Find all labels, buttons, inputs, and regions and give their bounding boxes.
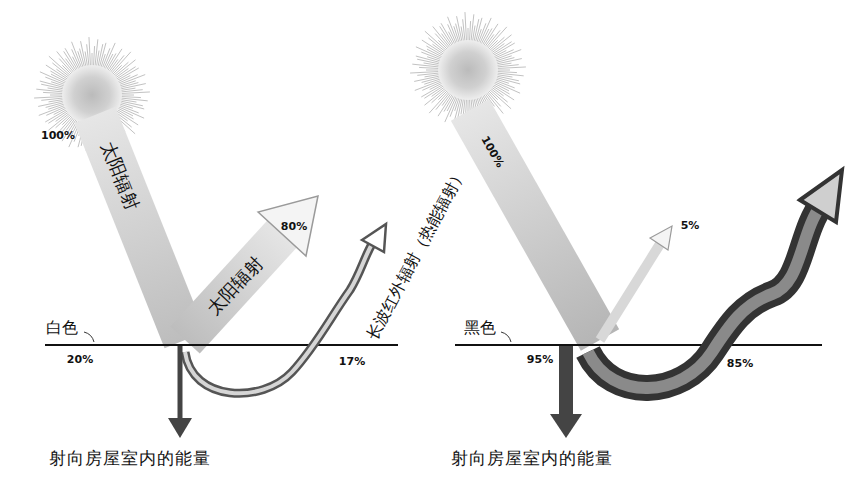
radiation-label: 太阳辐射 [203, 253, 267, 319]
surface-color-label: 白色 [46, 319, 78, 337]
caption-label: 射向房屋室内的能量 [49, 449, 211, 468]
infrared-arrow [185, 244, 372, 393]
infrared-label: 长波红外辐射（热能辐射） [363, 165, 469, 343]
surface-line [455, 344, 822, 346]
reflected-radiation-band [600, 244, 660, 340]
infrared-arrowhead [800, 170, 842, 222]
incoming-radiation-band [95, 115, 185, 340]
infrared-arrow [588, 204, 822, 388]
incoming-radiation-band [470, 110, 600, 340]
percent-label: 95% [527, 354, 553, 366]
percent-label: 100% [478, 134, 505, 169]
percent-label: 85% [727, 358, 753, 370]
indoor-energy-arrow [559, 346, 573, 418]
surface-color-label: 黑色 [464, 319, 496, 337]
infrared-arrow [588, 204, 822, 388]
percent-label: 80% [281, 221, 307, 233]
leader-line [84, 332, 94, 342]
indoor-energy-arrow [178, 346, 183, 420]
reflected-arrowhead [650, 226, 672, 250]
leader-line [501, 332, 511, 342]
infrared-arrow [185, 244, 372, 393]
sun-disc [438, 40, 498, 100]
radiation-label: 太阳辐射 [97, 139, 142, 213]
percent-label: 17% [339, 356, 365, 368]
surface-line [45, 344, 398, 346]
indoor-energy-arrowhead [550, 414, 582, 438]
reflected-arrowhead [258, 196, 318, 256]
infrared-arrowhead [362, 224, 386, 252]
percent-label: 5% [681, 220, 700, 232]
caption-label: 射向房屋室内的能量 [451, 449, 613, 468]
indoor-energy-arrowhead [168, 418, 192, 438]
percent-label: 100% [41, 130, 75, 142]
percent-label: 20% [67, 354, 93, 366]
reflected-radiation-band [185, 234, 282, 340]
sun [410, 12, 526, 128]
